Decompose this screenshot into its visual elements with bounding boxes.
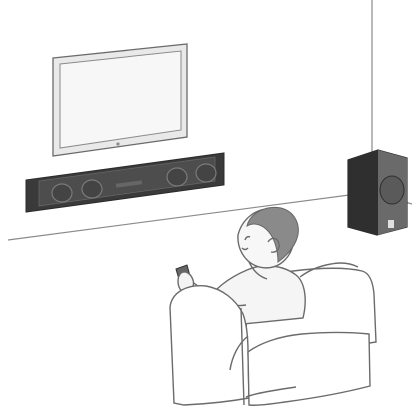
soundbar (26, 153, 224, 212)
speaker-driver-1 (52, 184, 72, 202)
subwoofer-side (348, 150, 378, 235)
speaker-driver-4 (196, 164, 216, 182)
armchair-seat (248, 333, 370, 406)
subwoofer-foot (388, 220, 394, 228)
tv-logo-dot (116, 142, 119, 145)
armchair-and-person (170, 207, 376, 405)
subwoofer (348, 150, 407, 235)
speaker-driver-2 (82, 180, 102, 198)
subwoofer-driver (380, 176, 404, 204)
speaker-driver-3 (167, 168, 187, 186)
wall-mounted-tv (53, 44, 187, 156)
